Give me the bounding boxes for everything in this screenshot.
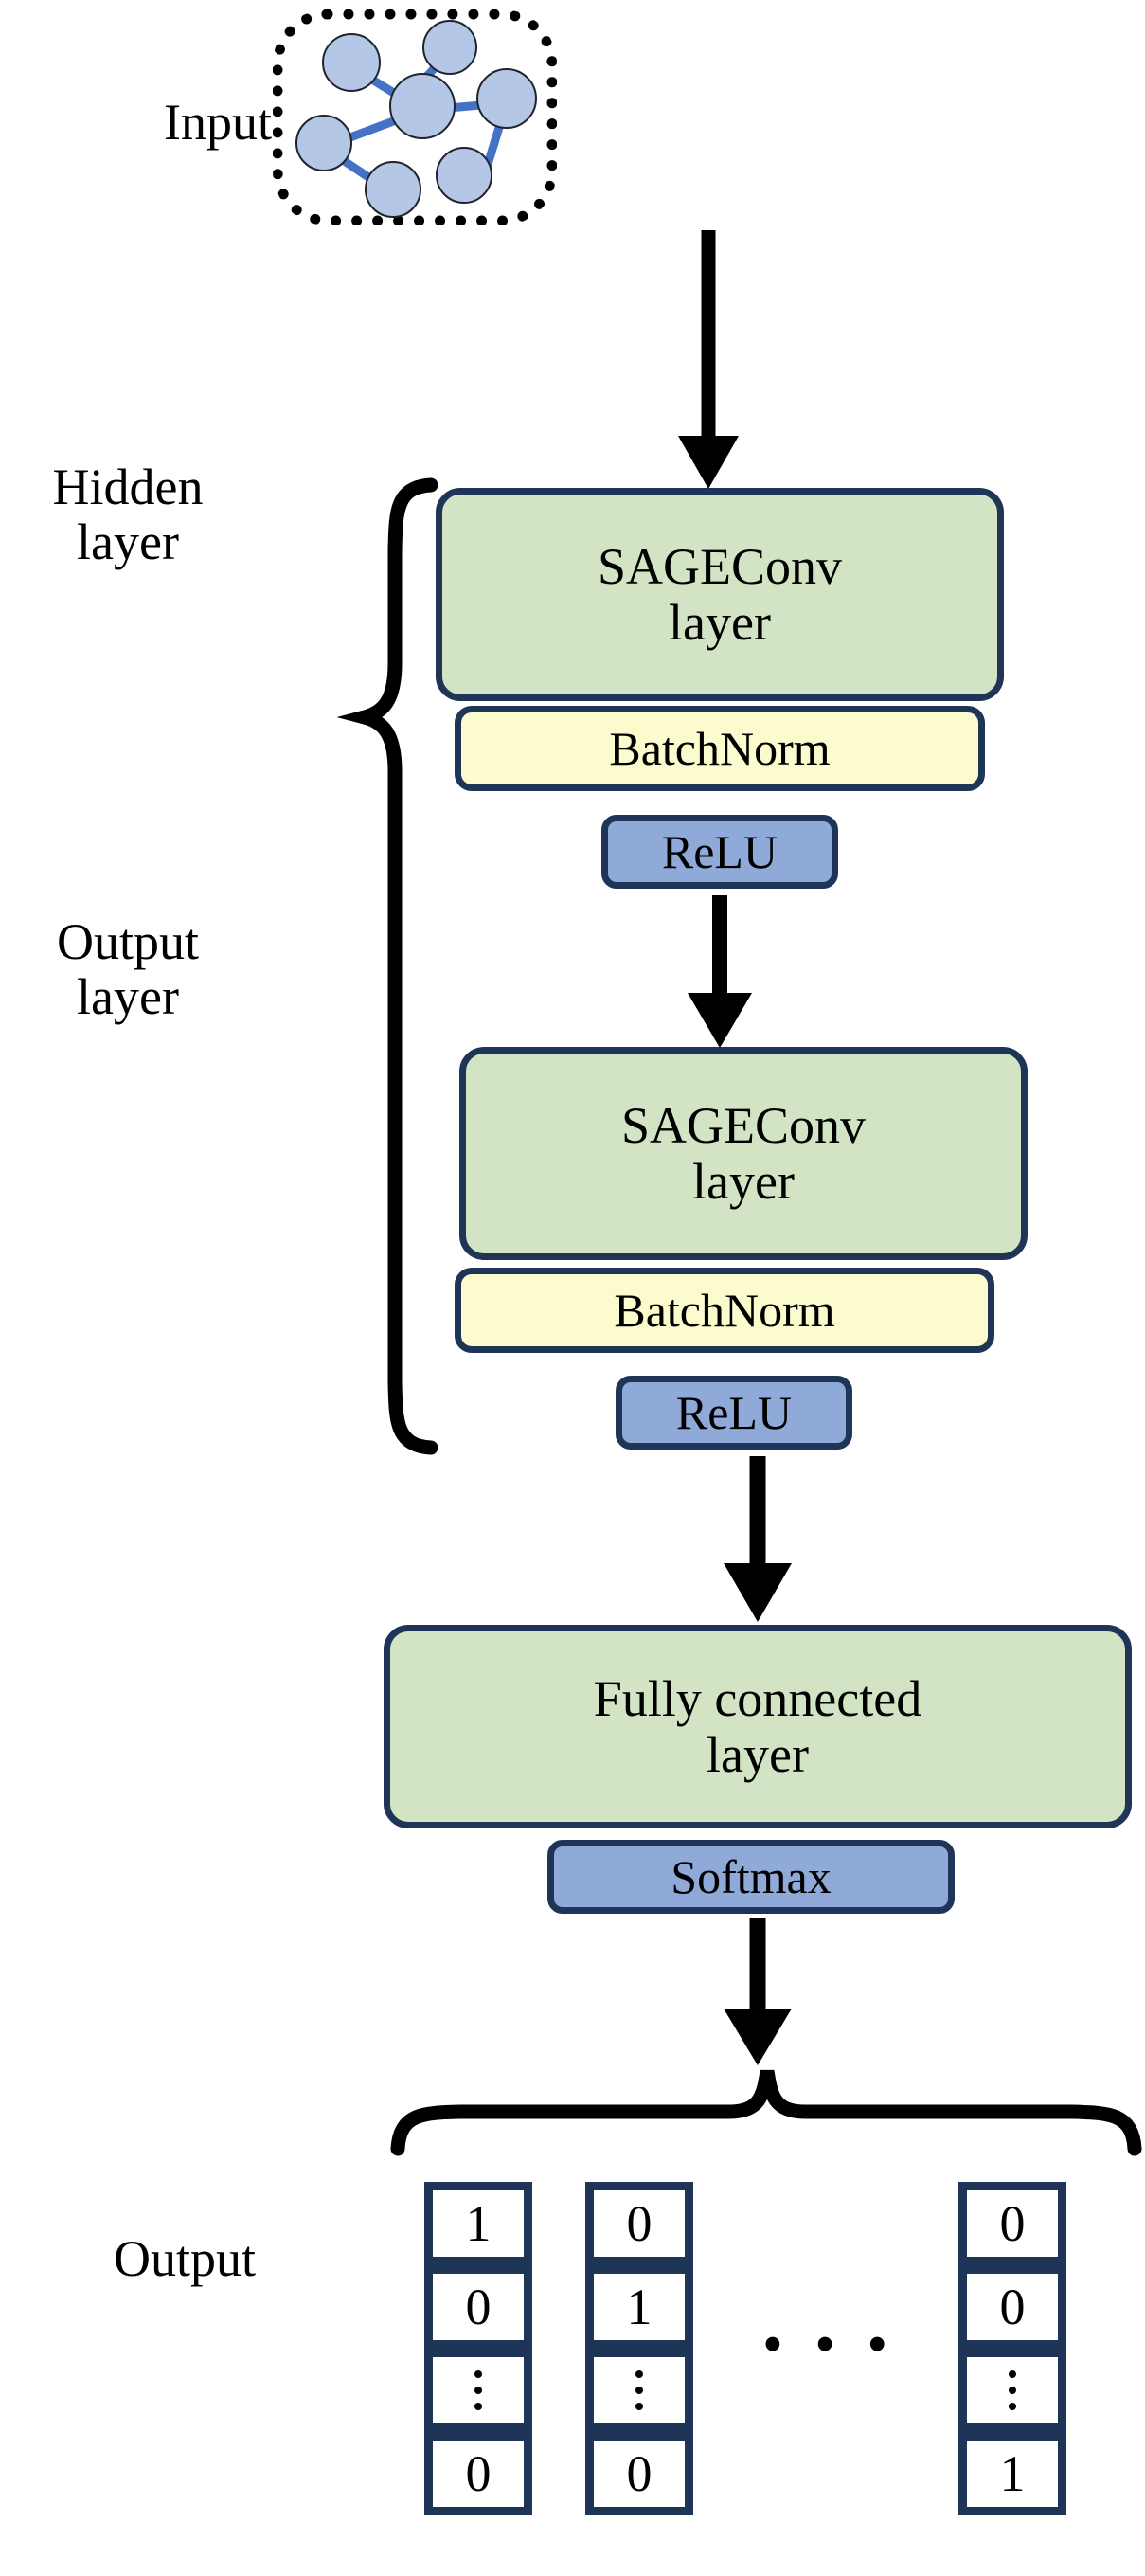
block-fully-connected[interactable]: Fully connected layer <box>384 1625 1132 1828</box>
block-relu-1[interactable]: ReLU <box>601 815 838 889</box>
vector-cell: 1 <box>958 2432 1066 2515</box>
brace-hidden-layer <box>336 477 438 1455</box>
input-graph-box <box>273 9 557 225</box>
label-hidden-layer: Hidden layer <box>52 459 204 571</box>
block-batchnorm-1[interactable]: BatchNorm <box>455 706 985 791</box>
output-vector-n: 0 0 1 <box>958 2182 1066 2515</box>
arrow-relu1-to-sageconv2 <box>688 895 752 1048</box>
vector-cell: 1 <box>424 2182 532 2265</box>
block-softmax[interactable]: Softmax <box>547 1840 955 1914</box>
block-sageconv-1[interactable]: SAGEConv layer <box>436 488 1004 701</box>
vector-cell: 1 <box>585 2265 693 2349</box>
vector-cell-ellipsis <box>585 2349 693 2432</box>
graph-node-3 <box>389 73 456 139</box>
label-output-layer: Output layer <box>56 913 199 1026</box>
graph-node-7 <box>436 147 492 204</box>
graph-node-2 <box>422 20 477 75</box>
block-relu-2[interactable]: ReLU <box>616 1376 852 1450</box>
arrow-softmax-to-output <box>724 1918 792 2065</box>
vector-cell: 0 <box>424 2432 532 2515</box>
block-batchnorm-2[interactable]: BatchNorm <box>455 1268 994 1353</box>
label-input: Input <box>164 94 272 151</box>
graph-node-1 <box>322 33 381 92</box>
vector-cell-ellipsis <box>424 2349 532 2432</box>
vectors-ellipsis: • • • <box>762 2313 897 2377</box>
vector-cell: 0 <box>424 2265 532 2349</box>
vector-cell-ellipsis <box>958 2349 1066 2432</box>
brace-output <box>390 2069 1142 2156</box>
label-output: Output <box>113 2230 256 2287</box>
arrow-relu2-to-fully-connected <box>724 1456 792 1622</box>
output-vector-1: 1 0 0 <box>424 2182 532 2515</box>
graph-node-4 <box>476 68 537 129</box>
vertical-dots-icon <box>1009 2370 1016 2410</box>
vector-cell: 0 <box>958 2182 1066 2265</box>
graph-node-6 <box>365 161 421 218</box>
arrow-input-to-sageconv1 <box>678 230 739 489</box>
graph-node-5 <box>295 115 352 171</box>
vector-cell: 0 <box>958 2265 1066 2349</box>
output-vector-2: 0 1 0 <box>585 2182 693 2515</box>
vertical-dots-icon <box>474 2370 482 2410</box>
vector-cell: 0 <box>585 2182 693 2265</box>
block-sageconv-2[interactable]: SAGEConv layer <box>459 1047 1028 1260</box>
vector-cell: 0 <box>585 2432 693 2515</box>
vertical-dots-icon <box>635 2370 643 2410</box>
